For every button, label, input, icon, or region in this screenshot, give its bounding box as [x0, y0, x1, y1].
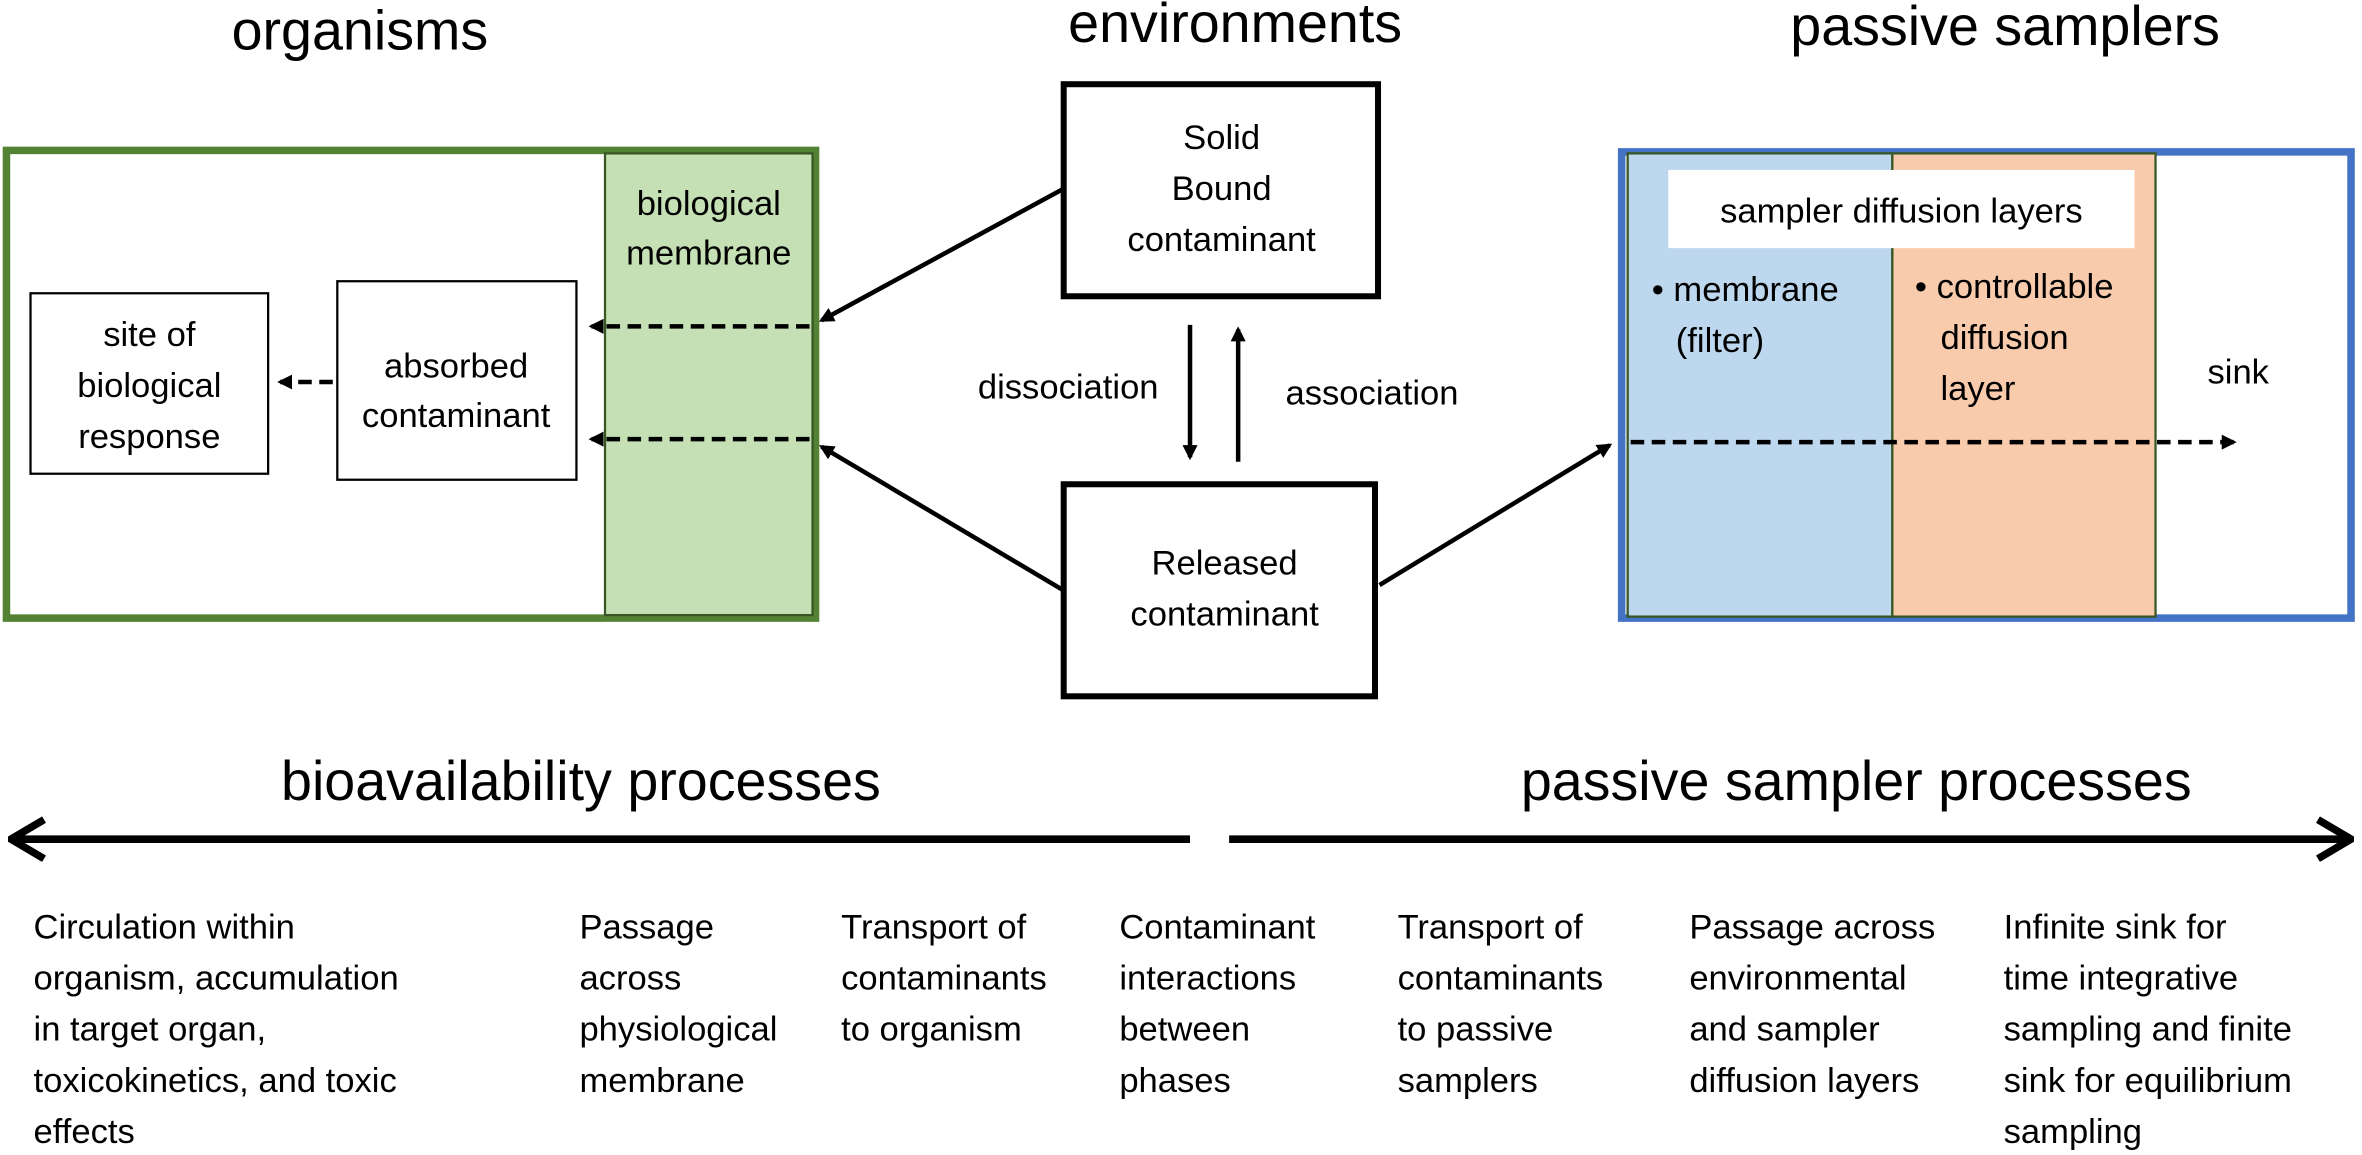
description-1-line-3: in target organ,: [34, 1011, 267, 1049]
solid-line2: Bound: [1172, 170, 1272, 208]
arrow-released-to-sampler: [1378, 443, 1613, 587]
description-3-line-3: to organism: [841, 1011, 1022, 1049]
released-line1: Released: [1152, 544, 1298, 582]
process-descriptions: Circulation within organism, accumulation…: [34, 908, 2292, 1151]
description-5-line-1: Transport of: [1398, 908, 1584, 946]
arrow-solid-to-membrane: [818, 187, 1064, 323]
organism-panel: biological membrane absorbed contaminant…: [2, 146, 820, 622]
description-1-line-2: organism, accumulation: [34, 960, 399, 998]
diffusion-layers-label: sampler diffusion layers: [1720, 193, 2083, 231]
arrow-released-to-membrane: [818, 444, 1064, 592]
released-box: [1060, 481, 1379, 700]
description-6-line-2: environmental: [1689, 960, 1906, 998]
site-line3: response: [78, 418, 220, 456]
absorbed-contaminant-box: [336, 280, 578, 481]
description-3-line-2: contaminants: [841, 960, 1047, 998]
membrane-bullet-line1: • membrane: [1652, 271, 1839, 309]
sink-label: sink: [2207, 353, 2269, 391]
description-1-line-4: toxicokinetics, and toxic: [34, 1062, 397, 1100]
description-7-line-2: time integrative: [2004, 960, 2238, 998]
sampler-panel: sampler diffusion layers • membrane (fil…: [1617, 148, 2355, 622]
association-label: association: [1285, 375, 1458, 413]
controllable-bullet-line1: • controllable: [1915, 268, 2114, 306]
description-6-line-1: Passage across: [1689, 908, 1935, 946]
description-7-line-5: sampling: [2004, 1113, 2142, 1151]
site-line2: biological: [77, 367, 221, 405]
description-4-line-4: phases: [1119, 1062, 1231, 1100]
dissociation-label: dissociation: [978, 369, 1159, 407]
absorbed-line2: contaminant: [362, 397, 551, 435]
description-2-line-3: physiological: [579, 1011, 777, 1049]
solid-line3: contaminant: [1127, 221, 1316, 259]
description-2-line-2: across: [579, 960, 681, 998]
controllable-bullet-line3: layer: [1940, 370, 2015, 408]
biological-membrane-region: [603, 152, 814, 617]
heading-passive-samplers: passive samplers: [1790, 0, 2220, 57]
heading-environments: environments: [1068, 0, 1402, 54]
description-3-line-1: Transport of: [841, 908, 1027, 946]
environment-panel: Solid Bound contaminant Released contami…: [818, 81, 1613, 700]
description-5-line-3: to passive: [1398, 1011, 1554, 1049]
description-7-line-3: sampling and finite: [2004, 1011, 2292, 1049]
description-7-line-1: Infinite sink for: [2004, 908, 2227, 946]
site-of-response-box: [29, 292, 270, 475]
absorbed-line1: absorbed: [384, 347, 528, 385]
description-6-line-3: and sampler: [1689, 1011, 1879, 1049]
controllable-bullet-line2: diffusion: [1940, 319, 2068, 357]
description-4-line-3: between: [1119, 1011, 1250, 1049]
membrane-label-line2: membrane: [626, 235, 791, 273]
membrane-label-line1: biological: [637, 185, 781, 223]
released-line2: contaminant: [1130, 596, 1319, 634]
description-6-line-4: diffusion layers: [1689, 1062, 1919, 1100]
diffusion-layers-label-box: [1668, 169, 2135, 249]
membrane-bullet-line2: (filter): [1676, 322, 1764, 360]
description-5-line-4: samplers: [1398, 1062, 1538, 1100]
solid-bound-box: [1060, 81, 1382, 300]
site-line1: site of: [103, 316, 196, 354]
description-1-line-1: Circulation within: [34, 908, 295, 946]
heading-organisms: organisms: [232, 0, 489, 62]
description-2-line-1: Passage: [579, 908, 714, 946]
bioavailability-processes-title: bioavailability processes: [281, 750, 881, 812]
description-4-line-1: Contaminant: [1119, 908, 1315, 946]
description-4-line-2: interactions: [1119, 960, 1296, 998]
solid-line1: Solid: [1183, 119, 1260, 157]
passive-sampler-processes-title: passive sampler processes: [1521, 750, 2192, 812]
description-2-line-4: membrane: [579, 1062, 744, 1100]
description-7-line-4: sink for equilibrium: [2004, 1062, 2292, 1100]
description-5-line-2: contaminants: [1398, 960, 1604, 998]
description-1-line-5: effects: [34, 1113, 135, 1151]
